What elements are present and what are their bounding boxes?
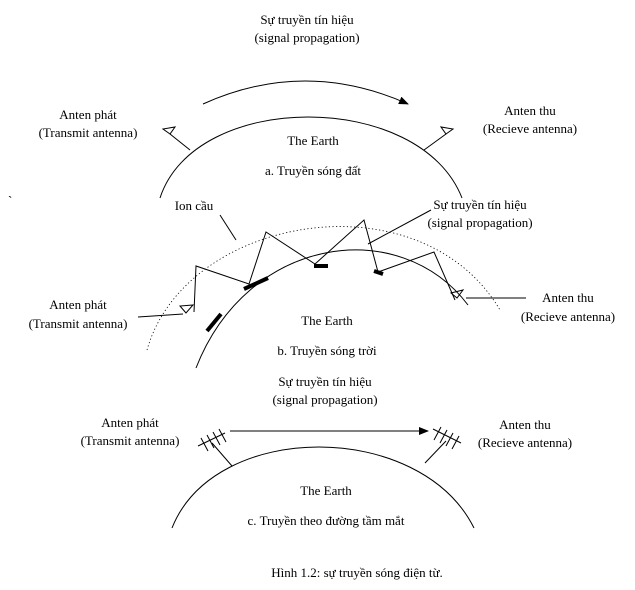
earth-label: The Earth xyxy=(300,483,352,498)
signal-label-en: (signal propagation) xyxy=(272,392,377,407)
transmit-antenna-icon xyxy=(197,428,227,452)
transmit-antenna-icon xyxy=(178,304,195,314)
earth-surface xyxy=(195,249,469,369)
panel-line-of-sight: Sự truyền tín hiệu (signal propagation) … xyxy=(81,374,572,529)
ground-reflection-mark xyxy=(243,276,269,291)
receive-label-en: (Recieve antenna) xyxy=(521,309,615,324)
earth-label: The Earth xyxy=(301,313,353,328)
transmit-leader xyxy=(137,313,184,318)
transmit-label-vi: Anten phát xyxy=(59,107,117,122)
receive-antenna-icon xyxy=(439,126,455,135)
receive-label-vi: Anten thu xyxy=(499,417,551,432)
panel-caption: c. Truyền theo đường tầm mắt xyxy=(248,513,405,528)
stray-mark: ` xyxy=(8,193,12,208)
earth-surface xyxy=(159,116,463,199)
signal-label-en: (signal propagation) xyxy=(254,30,359,45)
signal-label-vi: Sự truyền tín hiệu xyxy=(278,374,372,389)
signal-label-vi: Sự truyền tín hiệu xyxy=(260,12,354,27)
transmit-antenna-icon xyxy=(161,126,177,135)
ground-reflection-mark xyxy=(205,312,223,333)
receive-label-vi: Anten thu xyxy=(542,290,594,305)
transmit-label-en: (Transmit antenna) xyxy=(29,316,128,331)
panel-ground-wave: Sự truyền tín hiệu (signal propagation) … xyxy=(39,12,577,199)
receive-label-en: (Recieve antenna) xyxy=(478,435,572,450)
panel-caption: a. Truyền sóng đất xyxy=(265,163,361,178)
earth-surface xyxy=(171,446,475,529)
signal-label-en: (signal propagation) xyxy=(427,215,532,230)
ionosphere-label: Ion cầu xyxy=(175,198,214,213)
transmit-antenna-mast xyxy=(169,133,191,151)
ground-reflection-mark xyxy=(373,269,384,276)
earth-label: The Earth xyxy=(287,133,339,148)
panel-caption: b. Truyền sóng trời xyxy=(277,343,377,358)
ionosphere-layer xyxy=(146,226,501,351)
receive-antenna-icon xyxy=(449,289,465,299)
propagation-arrow xyxy=(202,80,409,105)
transmit-label-en: (Transmit antenna) xyxy=(39,125,138,140)
receive-label-en: (Recieve antenna) xyxy=(483,121,577,136)
receive-antenna-mast xyxy=(424,440,447,464)
transmit-label-vi: Anten phát xyxy=(101,415,159,430)
signal-label-vi: Sự truyền tín hiệu xyxy=(433,197,527,212)
transmit-label-en: (Transmit antenna) xyxy=(81,433,180,448)
receive-antenna-mast xyxy=(423,133,447,151)
figure-caption: Hình 1.2: sự truyền sóng điện từ. xyxy=(271,565,443,580)
ionosphere-leader xyxy=(219,214,237,241)
transmit-label-vi: Anten phát xyxy=(49,297,107,312)
signal-leader xyxy=(367,209,432,245)
transmit-antenna-mast xyxy=(211,442,233,467)
panel-sky-wave: Ion cầu Sự truyền tín hiệu (signal propa… xyxy=(29,197,615,369)
receive-label-vi: Anten thu xyxy=(504,103,556,118)
receive-antenna-icon xyxy=(432,426,462,450)
